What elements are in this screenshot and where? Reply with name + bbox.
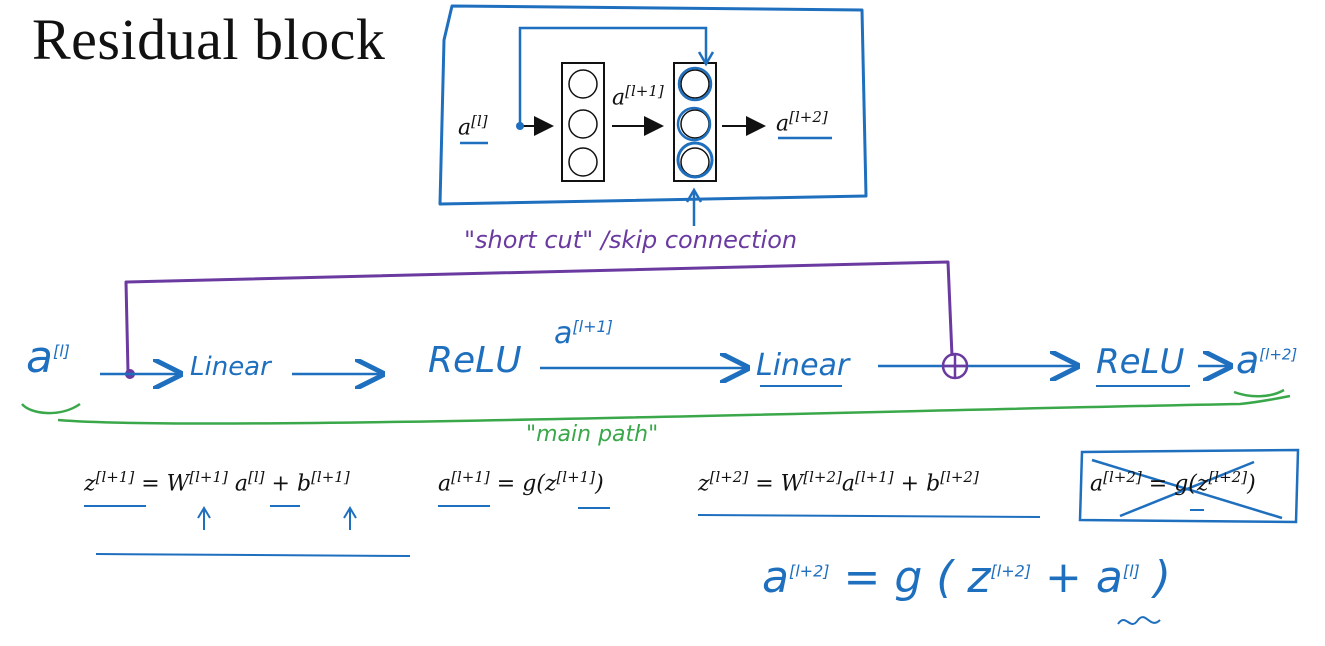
top-output-label: a[l+2] bbox=[776, 108, 828, 137]
relu1-label: ReLU bbox=[428, 340, 522, 381]
main-input: a[l] bbox=[26, 332, 70, 383]
top-hidden-label: a[l+1] bbox=[612, 82, 664, 111]
main-path-bracket bbox=[21, 394, 1291, 425]
layer2-neuron bbox=[680, 69, 710, 99]
crossed-out-box bbox=[1078, 448, 1300, 524]
layer2-neuron bbox=[680, 147, 710, 177]
shortcut-caption: "short cut" /skip connection bbox=[464, 226, 798, 254]
layer1-neuron bbox=[568, 109, 598, 139]
equation-a-l1: a[l+1] = g(z[l+1]) bbox=[438, 468, 604, 497]
layer1-box bbox=[561, 62, 605, 182]
mid-activation: a[l+1] bbox=[554, 316, 613, 351]
linear2-label: Linear bbox=[756, 348, 850, 383]
slide-title: Residual block bbox=[32, 7, 386, 72]
top-input-label: a[l] bbox=[458, 112, 488, 141]
main-output: a[l+2] bbox=[1236, 338, 1298, 382]
layer1-neuron bbox=[568, 69, 598, 99]
linear1-label: Linear bbox=[190, 352, 271, 382]
layer2-neuron bbox=[680, 109, 710, 139]
layer1-neuron bbox=[568, 147, 598, 177]
top-skip-arrow bbox=[518, 26, 708, 126]
relu2-label: ReLU bbox=[1096, 342, 1185, 382]
equation-z-l1: z[l+1] = W[l+1] a[l] + b[l+1] bbox=[84, 468, 350, 497]
handwritten-result-equation: a[l+2] = g ( z[l+2] + a[l] ) bbox=[762, 552, 1171, 603]
equation-z-l2: z[l+2] = W[l+2]a[l+1] + b[l+2] bbox=[698, 468, 979, 497]
main-path-caption: "main path" bbox=[526, 422, 659, 447]
layer2-box bbox=[673, 62, 717, 182]
skip-connection bbox=[124, 260, 954, 373]
top-frame bbox=[438, 4, 868, 206]
equation-a-l2-crossed: a[l+2] = g(z[l+2]) bbox=[1090, 468, 1256, 497]
